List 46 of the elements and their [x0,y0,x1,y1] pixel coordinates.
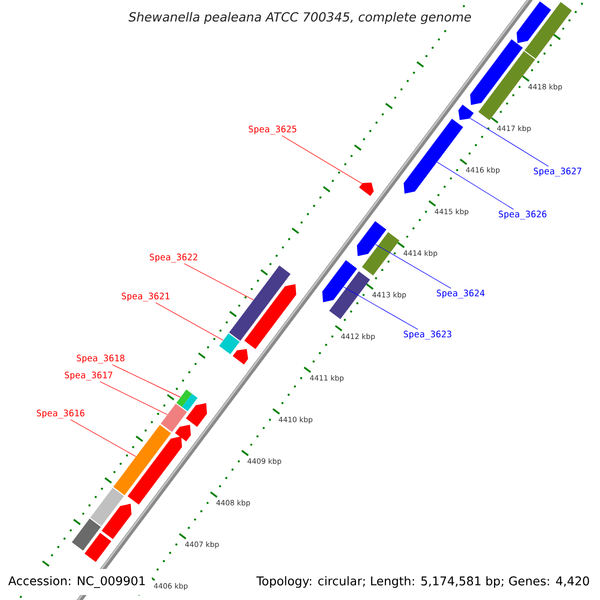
leader-line [436,162,514,210]
accession-text: Accession: NC_009901 [2,569,152,595]
gene-bar [362,232,400,276]
gene-pentagon [128,436,182,505]
gene-pentagon [244,284,296,350]
gene-label: Spea_3621 [122,292,170,302]
leader-line [375,244,452,289]
leader-line [343,286,418,330]
gene-label: Spea_3617 [64,372,112,380]
gene-bar [84,532,112,562]
gene-bar [229,266,291,341]
gene-bar [90,488,124,526]
gene-label: Spea_3622 [150,254,198,262]
gene-label: Spea_3616 [36,410,84,418]
gene-pentagon [175,424,191,442]
gene-pentagon [186,403,207,427]
gene-pentagon [516,1,552,44]
title: Shewanella pealeana ATCC 700345, complete genome [126,10,474,26]
gene-label: Spea_3627 [534,168,582,176]
gene-pentagon [102,504,132,540]
gene-bar [160,404,187,432]
leader-line [70,419,136,457]
gene-pentagon [470,39,523,106]
gene-label: Spea_3624 [436,290,485,298]
gene-label: Spea_3623 [404,330,452,340]
gene-bar [524,2,572,59]
leader-line [282,135,362,184]
gene-bar [72,518,101,551]
gene-pentagon [356,221,386,256]
gene-pentagon [359,182,374,196]
genome-stats-text: Topology: circular; Length: 5,174,581 bp; Genes: 4,420 [252,571,594,593]
leader-line [100,381,168,415]
gene-bar [329,271,370,320]
gene-bar [219,333,240,354]
gene-label: Spea_3625 [248,126,296,134]
gene-pentagon [232,349,248,364]
gene-pentagon [322,260,358,302]
gene-label: Spea_3626 [498,210,546,220]
leader-line [184,263,254,300]
gene-pentagon [458,104,474,120]
gene-pentagon [404,118,464,194]
leader-line [112,364,181,398]
gene-bar [176,390,198,412]
leader-line [470,118,549,167]
gene-label: Spea_3618 [76,354,124,364]
gene-bar [113,424,172,496]
